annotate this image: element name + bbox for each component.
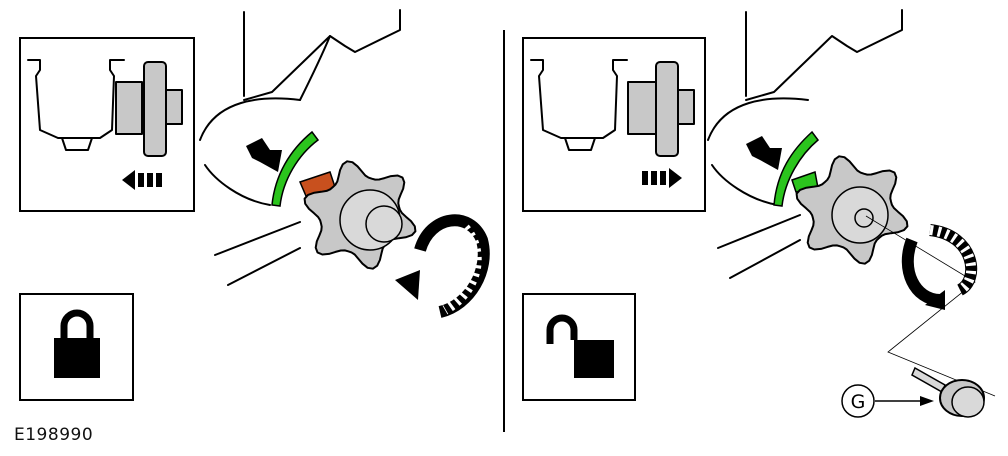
padlock-closed-icon bbox=[19, 293, 134, 401]
unlocked-panel: G bbox=[522, 9, 996, 418]
callout-g: G bbox=[841, 384, 934, 418]
locked-detail-inset bbox=[19, 37, 195, 212]
arrow-right-icon bbox=[642, 168, 682, 188]
figure-code: E198990 bbox=[14, 425, 94, 445]
removed-cap bbox=[911, 366, 985, 418]
indicator-green bbox=[271, 130, 320, 207]
knob-cap bbox=[365, 205, 403, 243]
indicator-green bbox=[773, 130, 820, 207]
unlocked-detail-inset bbox=[522, 37, 706, 212]
arrow-left-icon bbox=[122, 170, 162, 190]
padlock-open-icon bbox=[522, 293, 636, 401]
callout-label: G bbox=[851, 391, 866, 413]
rotate-clockwise-icon bbox=[395, 214, 490, 318]
push-arrow-icon bbox=[746, 136, 782, 170]
leader-line bbox=[865, 215, 996, 397]
locked-panel bbox=[19, 9, 490, 401]
push-arrow-icon bbox=[246, 138, 282, 172]
rotate-counterclockwise-icon bbox=[901, 224, 978, 310]
